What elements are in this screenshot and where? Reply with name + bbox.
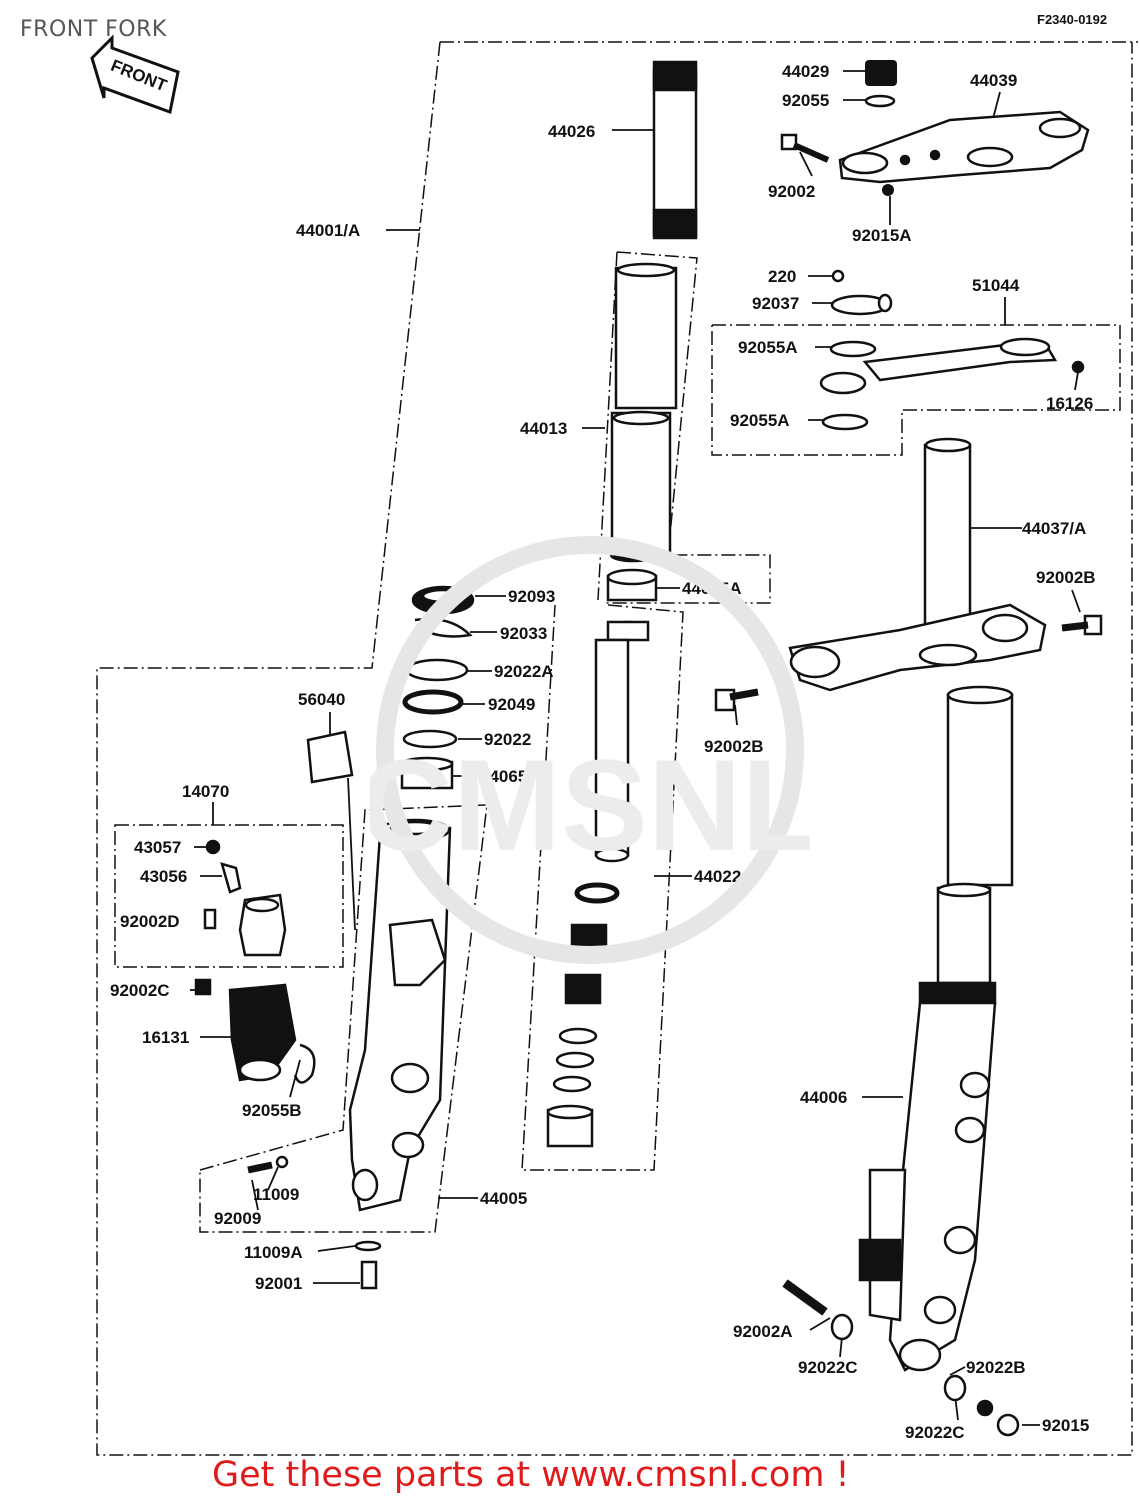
page-title: FRONT FORK [20,17,167,42]
label-92022C-left: 92022C [798,1358,858,1377]
fork-assembly-right [858,685,1014,1372]
label-44013: 44013 [520,419,567,438]
seal-stack [400,585,475,790]
label-plate [306,730,354,784]
axle-bolts-left [247,1155,382,1290]
label-92002: 92002 [768,182,815,201]
top-cap [864,60,897,108]
label-92037: 92037 [752,294,799,313]
label-92055A-upper: 92055A [738,338,798,357]
label-92055: 92055 [782,91,829,110]
label-92002B-right: 92002B [1036,568,1096,587]
label-56040: 56040 [298,690,345,709]
label-51044: 51044 [972,276,1020,295]
label-92022C-right: 92022C [905,1423,965,1442]
inner-tube-upper [652,60,698,240]
label-92009: 92009 [214,1209,261,1228]
label-92015A: 92015A [852,226,912,245]
clamp-ring [830,269,893,316]
front-arrow-icon: FRONT [90,34,180,115]
label-92022A: 92022A [494,662,554,681]
label-44022: 44022 [694,867,741,886]
stem-lock-assembly [819,337,1085,431]
label-44039: 44039 [970,71,1017,90]
label-92015: 92015 [1042,1416,1089,1435]
label-92002C: 92002C [110,981,170,1000]
label-92002B-mid: 92002B [704,737,764,756]
label-92022B: 92022B [966,1358,1026,1377]
label-44006: 44006 [800,1088,847,1107]
caliper-body [194,978,316,1084]
label-92093: 92093 [508,587,555,606]
bolt-92002 [780,133,830,163]
brake-joint-parts [203,839,287,957]
footer-link[interactable]: Get these parts at www.cmsnl.com ! [212,1455,850,1495]
label-44026: 44026 [548,122,595,141]
nut-92015A [882,184,894,196]
label-44037A: 44037/A [1022,519,1086,538]
label-92001: 92001 [255,1274,302,1293]
label-92055A-lower: 92055A [730,411,790,430]
outer-slider-left [348,818,452,1212]
label-43056: 43056 [140,867,187,886]
label-43057: 43057 [134,838,181,857]
label-16126: 16126 [1046,394,1093,413]
label-11009A: 11009A [244,1243,303,1262]
label-92002A: 92002A [733,1322,793,1341]
damper-rod [546,620,650,1148]
label-220: 220 [768,267,796,286]
label-92002D: 92002D [120,912,180,931]
upper-bracket [838,110,1090,184]
label-44065A: 44065A [682,579,742,598]
collar-44065A [606,568,658,602]
label-44005: 44005 [480,1189,527,1208]
label-92049: 92049 [488,695,535,714]
label-92022: 92022 [484,730,531,749]
label-92033: 92033 [500,624,547,643]
label-44029: 44029 [782,62,829,81]
part-labels: 44001/A 44026 44029 92055 44039 92002 92… [110,62,1096,1442]
assembly-frame [96,41,1138,1456]
diagram-code: F2340-0192 [1037,12,1107,27]
label-14070: 14070 [182,782,229,801]
steering-stem-lower-bracket [788,437,1047,692]
label-16131: 16131 [142,1028,189,1047]
axle-bolts-right [782,1279,1020,1437]
fork-tube-44013 [609,262,678,563]
label-44065: 44065 [480,767,527,786]
label-44001A: 44001/A [296,221,360,240]
label-92055B: 92055B [242,1101,302,1120]
label-11009: 11009 [253,1185,299,1204]
